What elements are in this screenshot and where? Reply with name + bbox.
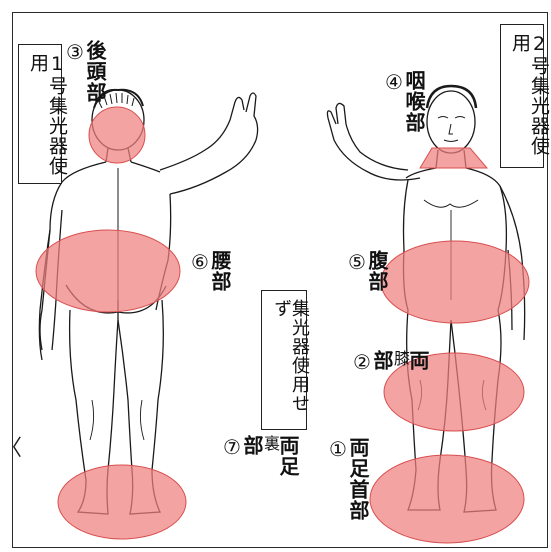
- knees-label: 両 膝 部 ②: [352, 350, 428, 375]
- no2-collector-box: 2号集光器使用: [500, 24, 544, 168]
- soles-highlight: [58, 465, 186, 539]
- knees-label-char-c: 部: [372, 350, 392, 375]
- waist-label-text: 腰部: [210, 250, 230, 292]
- abdomen-label-text: 腹部: [367, 250, 387, 292]
- no1-collector-text: 1号集光器使用: [28, 53, 66, 183]
- soles-label-text-c: 部: [242, 435, 262, 477]
- knees-label-char-a: 両: [408, 350, 428, 375]
- side-mark: 〈: [0, 430, 22, 462]
- throat-label-number: ④: [384, 70, 404, 133]
- ankles-label-number: ①: [328, 437, 348, 521]
- knees-label-char-b: 膝: [392, 350, 408, 375]
- ankles-label-text: 両足首部: [348, 437, 368, 521]
- waist-label-number: ⑥: [190, 250, 210, 292]
- occipital-highlight: [89, 107, 145, 163]
- abdomen-highlight: [381, 241, 529, 323]
- abdomen-label-number: ⑤: [347, 250, 367, 292]
- occipital-label: 後頭部 ③: [65, 40, 105, 103]
- abdomen-label: 腹部 ⑤: [347, 250, 387, 292]
- no1-collector-box: 1号集光器使用: [18, 44, 62, 184]
- no-collector-text: 集光器使用せず: [272, 299, 308, 429]
- no-collector-box: 集光器使用せず: [261, 290, 307, 430]
- occipital-label-number: ③: [65, 40, 85, 103]
- throat-label-text: 咽喉部: [404, 70, 424, 133]
- waist-label: 腰部 ⑥: [190, 250, 230, 292]
- no2-collector-text: 2号集光器使用: [510, 33, 548, 167]
- throat-label: 咽喉部 ④: [384, 70, 424, 133]
- ankles-highlight: [370, 455, 524, 543]
- soles-label: 両足 裏 部 ⑦: [222, 435, 298, 477]
- throat-highlight: [420, 148, 487, 168]
- soles-label-text-a: 両足: [278, 435, 298, 477]
- soles-label-number: ⑦: [222, 435, 242, 477]
- ankles-label: 両足首部 ①: [328, 437, 368, 521]
- knees-label-number: ②: [352, 350, 372, 375]
- waist-highlight: [36, 230, 180, 312]
- occipital-label-text: 後頭部: [85, 40, 105, 103]
